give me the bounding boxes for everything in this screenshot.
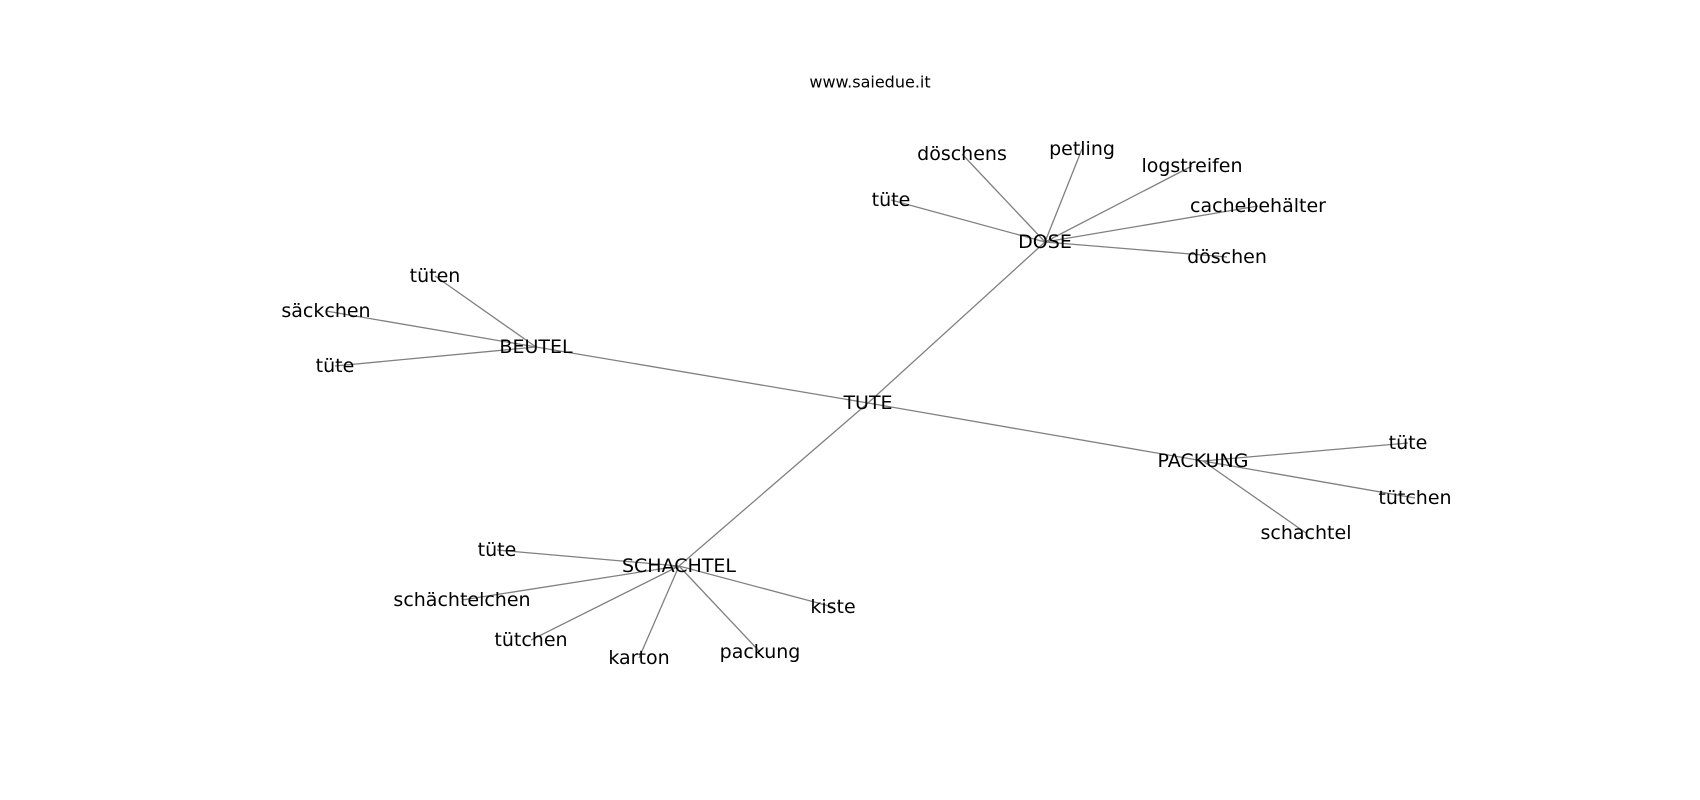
node-label-dose-tute: tüte [872,189,911,211]
node-label-beutel: BEUTEL [499,336,573,358]
edge-schachtel-schachtel-tute [496,549,680,567]
edge-schachtel-schachtel-packung [678,565,761,653]
edge-dose-dose-petling [1044,148,1083,243]
edge-dose-dose-doschens [961,153,1046,243]
node-label-dose-logstreifen: logstreifen [1141,155,1242,177]
node-label-schachtel-tutchen: tütchen [494,629,567,651]
edge-dose-dose-doschen [1044,241,1228,258]
node-label-beutel-tuten: tüten [410,265,461,287]
node-label-dose-doschens: döschens [917,143,1007,165]
edge-dose-dose-cachebehalter [1044,205,1259,243]
edge-dose-dose-logstreifen [1044,165,1193,243]
edge-packung-packung-tutchen [1202,460,1416,499]
edge-beutel-beutel-tuten [434,275,537,348]
node-label-dose-doschen: döschen [1187,246,1267,268]
node-label-dose-cachebehalter: cachebehälter [1190,195,1326,217]
node-label-schachtel-packung: packung [720,641,801,663]
edge-dose-dose-tute [890,199,1046,243]
node-label-schachtel-tute: tüte [478,539,517,561]
site-watermark: www.saiedue.it [809,73,930,92]
edge-packung-packung-schachtel [1202,460,1307,534]
edge-schachtel-schachtel-kiste [678,565,834,608]
node-label-dose: DOSE [1018,231,1072,253]
node-label-packung-schachtel: schachtel [1261,522,1352,544]
edge-schachtel-schachtel-schachtelchen [461,565,680,601]
node-label-packung-tutchen: tütchen [1378,487,1451,509]
edge-tute-packung [867,402,1204,462]
node-label-schachtel-kiste: kiste [810,596,855,618]
edge-packung-packung-tute [1202,442,1409,462]
edge-schachtel-schachtel-tutchen [530,565,680,641]
edge-beutel-beutel-tute [334,346,537,367]
node-label-schachtel-karton: karton [608,647,669,669]
node-label-packung: PACKUNG [1158,450,1249,472]
edge-tute-beutel [535,346,869,404]
node-label-dose-petling: petling [1049,138,1115,160]
edge-schachtel-schachtel-karton [638,565,680,659]
edge-tute-schachtel [678,402,869,567]
edge-tute-dose [867,241,1046,404]
node-label-beutel-sackchen: säckchen [281,300,370,322]
node-label-beutel-tute: tüte [316,355,355,377]
node-label-schachtel-schachtelchen: schächtelchen [393,589,530,611]
node-layer: TUTE DOSE BEUTEL PACKUNG SCHACHTEL döschens pe… [281,138,1451,669]
node-label-packung-tute: tüte [1389,432,1428,454]
edge-layer [325,148,1416,659]
node-label-tute: TUTE [842,392,892,414]
node-label-schachtel: SCHACHTEL [622,555,736,577]
edge-beutel-beutel-sackchen [325,310,537,348]
